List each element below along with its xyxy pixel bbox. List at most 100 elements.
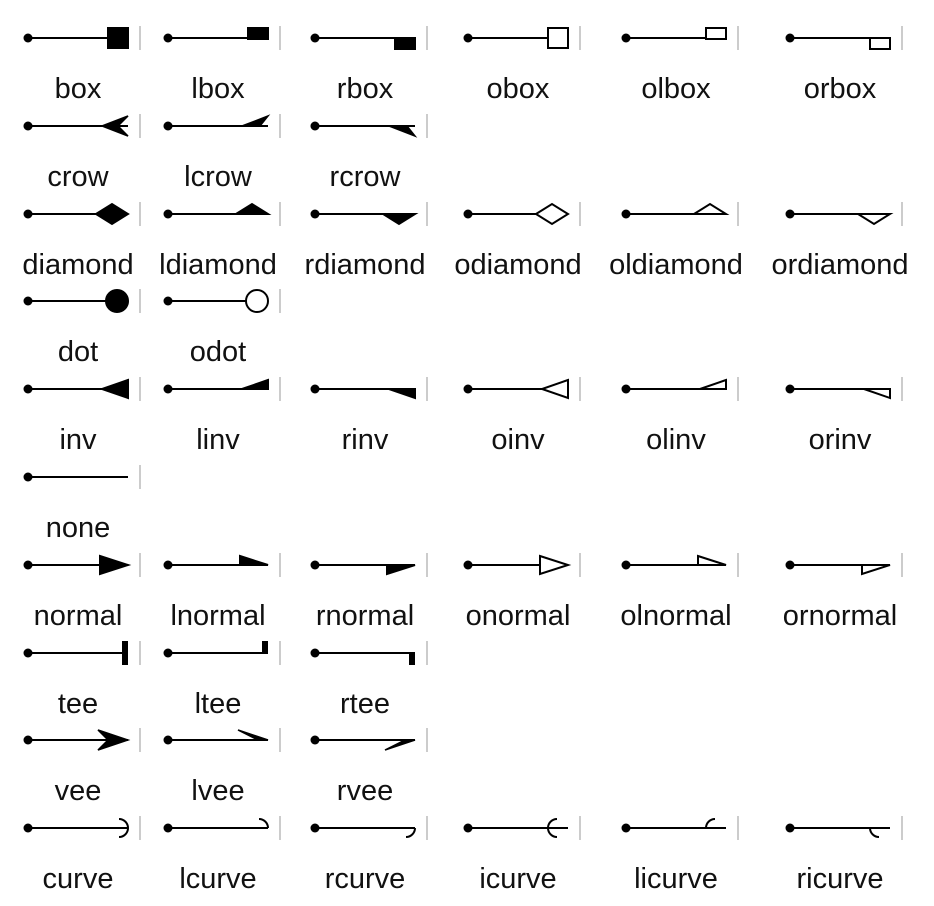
arrow-sample-lnormal: lnormal bbox=[138, 547, 298, 635]
arrow-label: rnormal bbox=[315, 599, 415, 632]
arrow-sample-licurve: licurve bbox=[596, 810, 756, 898]
arrow-label: rcrow bbox=[329, 160, 401, 193]
arrow-edge-rvee bbox=[310, 728, 428, 753]
rvee-arrowhead bbox=[384, 739, 416, 752]
arrow-label: rvee bbox=[336, 775, 394, 808]
rnormal-arrowhead bbox=[386, 563, 416, 576]
edge-tail-dot bbox=[310, 560, 320, 570]
arrow-edge-olinv bbox=[621, 377, 739, 402]
arrow-sample-diamond: diamond bbox=[0, 196, 158, 284]
arrow-label: orbox bbox=[803, 73, 877, 105]
arrow-sample-rnormal: rnormal bbox=[285, 547, 445, 635]
arrow-sample-dot: dot bbox=[0, 283, 158, 371]
arrow-edge-rinv bbox=[310, 377, 428, 402]
arrow-sample-rcurve: rcurve bbox=[285, 810, 445, 898]
arrow-label: lbox bbox=[191, 73, 245, 105]
edge-tail-dot bbox=[785, 33, 795, 43]
edge-tail-dot bbox=[463, 209, 473, 219]
edge-tail-dot bbox=[621, 823, 631, 833]
edge-tail-dot bbox=[163, 384, 173, 394]
arrow-label: ricurve bbox=[796, 863, 884, 896]
arrow-sample-oinv: oinv bbox=[438, 371, 598, 459]
arrow-label: odot bbox=[189, 336, 247, 369]
edge-tail-dot bbox=[163, 823, 173, 833]
arrow-sample-box: box bbox=[0, 20, 158, 108]
arrow-sample-ordiamond: ordiamond bbox=[760, 196, 920, 284]
arrow-sample-crow: crow bbox=[0, 108, 158, 196]
arrow-sample-olinv: olinv bbox=[596, 371, 756, 459]
lcrow-arrowhead bbox=[241, 114, 271, 127]
edge-tail-dot bbox=[163, 121, 173, 131]
odiamond-arrowhead bbox=[534, 202, 570, 225]
arrow-sample-linv: linv bbox=[138, 371, 298, 459]
arrow-sample-ldiamond: ldiamond bbox=[138, 196, 298, 284]
edge-tail-dot bbox=[163, 735, 173, 745]
arrow-sample-lcrow: lcrow bbox=[138, 108, 298, 196]
rdiamond-arrowhead bbox=[379, 212, 419, 225]
arrow-edge-lvee bbox=[163, 728, 281, 753]
arrow-edge-box bbox=[23, 26, 141, 50]
edge-tail-dot bbox=[23, 384, 33, 394]
arrow-label: rinv bbox=[341, 424, 389, 457]
box-arrowhead bbox=[107, 27, 129, 49]
arrow-edge-rbox bbox=[310, 26, 428, 50]
ricurve-arrowhead bbox=[869, 828, 880, 839]
arrow-edge-none bbox=[23, 465, 141, 489]
orbox-arrowhead bbox=[869, 37, 891, 50]
arrow-sample-rinv: rinv bbox=[285, 371, 445, 459]
arrow-sample-olbox: olbox bbox=[596, 20, 756, 108]
onormal-arrowhead bbox=[539, 554, 572, 576]
edge-tail-dot bbox=[163, 209, 173, 219]
arrow-edge-lcrow bbox=[163, 113, 281, 138]
edge-tail-dot bbox=[23, 121, 33, 131]
rcrow-arrowhead bbox=[388, 125, 418, 138]
arrow-label: oinv bbox=[491, 424, 545, 457]
arrow-sample-curve: curve bbox=[0, 810, 158, 898]
lnormal-arrowhead bbox=[239, 554, 269, 566]
arrow-edge-lnormal bbox=[163, 552, 281, 577]
arrow-label: diamond bbox=[22, 248, 134, 281]
arrow-sample-orbox: orbox bbox=[760, 20, 920, 108]
edge-tail-dot bbox=[23, 560, 33, 570]
arrow-sample-ricurve: ricurve bbox=[760, 810, 920, 898]
crow-arrowhead bbox=[99, 115, 129, 137]
arrow-edge-orinv bbox=[785, 377, 903, 402]
edge-tail-dot bbox=[785, 560, 795, 570]
edge-tail-dot bbox=[23, 296, 33, 306]
oinv-arrowhead bbox=[538, 378, 569, 400]
arrow-sample-rcrow: rcrow bbox=[285, 108, 445, 196]
arrow-label: lvee bbox=[191, 775, 245, 808]
arrow-label: none bbox=[45, 512, 111, 544]
edge-tail-dot bbox=[163, 560, 173, 570]
arrow-sample-tee: tee bbox=[0, 635, 158, 723]
arrow-label: lnormal bbox=[170, 599, 266, 632]
arrow-label: ldiamond bbox=[159, 248, 277, 281]
arrow-edge-rcurve bbox=[310, 816, 428, 841]
arrow-edge-rcrow bbox=[310, 113, 428, 138]
arrow-edge-crow bbox=[23, 113, 141, 138]
arrow-sample-lcurve: lcurve bbox=[138, 810, 298, 898]
arrow-edge-rtee bbox=[310, 640, 428, 665]
inv-arrowhead bbox=[98, 378, 129, 400]
arrow-sample-rvee: rvee bbox=[285, 722, 445, 810]
ordiamond-arrowhead bbox=[854, 212, 894, 225]
olnormal-arrowhead bbox=[697, 554, 727, 566]
edge-tail-dot bbox=[310, 209, 320, 219]
arrow-edge-ricurve bbox=[785, 816, 903, 841]
arrow-label: olnormal bbox=[620, 599, 732, 632]
edge-tail-dot bbox=[463, 384, 473, 394]
arrow-sample-lvee: lvee bbox=[138, 722, 298, 810]
edge-tail-dot bbox=[785, 209, 795, 219]
ornormal-arrowhead bbox=[861, 563, 891, 576]
arrow-edge-lbox bbox=[163, 26, 281, 50]
edge-tail-dot bbox=[163, 296, 173, 306]
arrow-edge-ornormal bbox=[785, 552, 903, 577]
arrow-label: ltee bbox=[194, 687, 242, 720]
arrow-edge-licurve bbox=[621, 816, 739, 841]
arrow-label: orinv bbox=[808, 424, 872, 457]
arrow-edge-lcurve bbox=[163, 816, 281, 841]
arrow-label: vee bbox=[54, 775, 102, 808]
arrow-edge-linv bbox=[163, 377, 281, 402]
arrow-sample-odiamond: odiamond bbox=[438, 196, 598, 284]
arrow-edge-tee bbox=[23, 640, 141, 665]
